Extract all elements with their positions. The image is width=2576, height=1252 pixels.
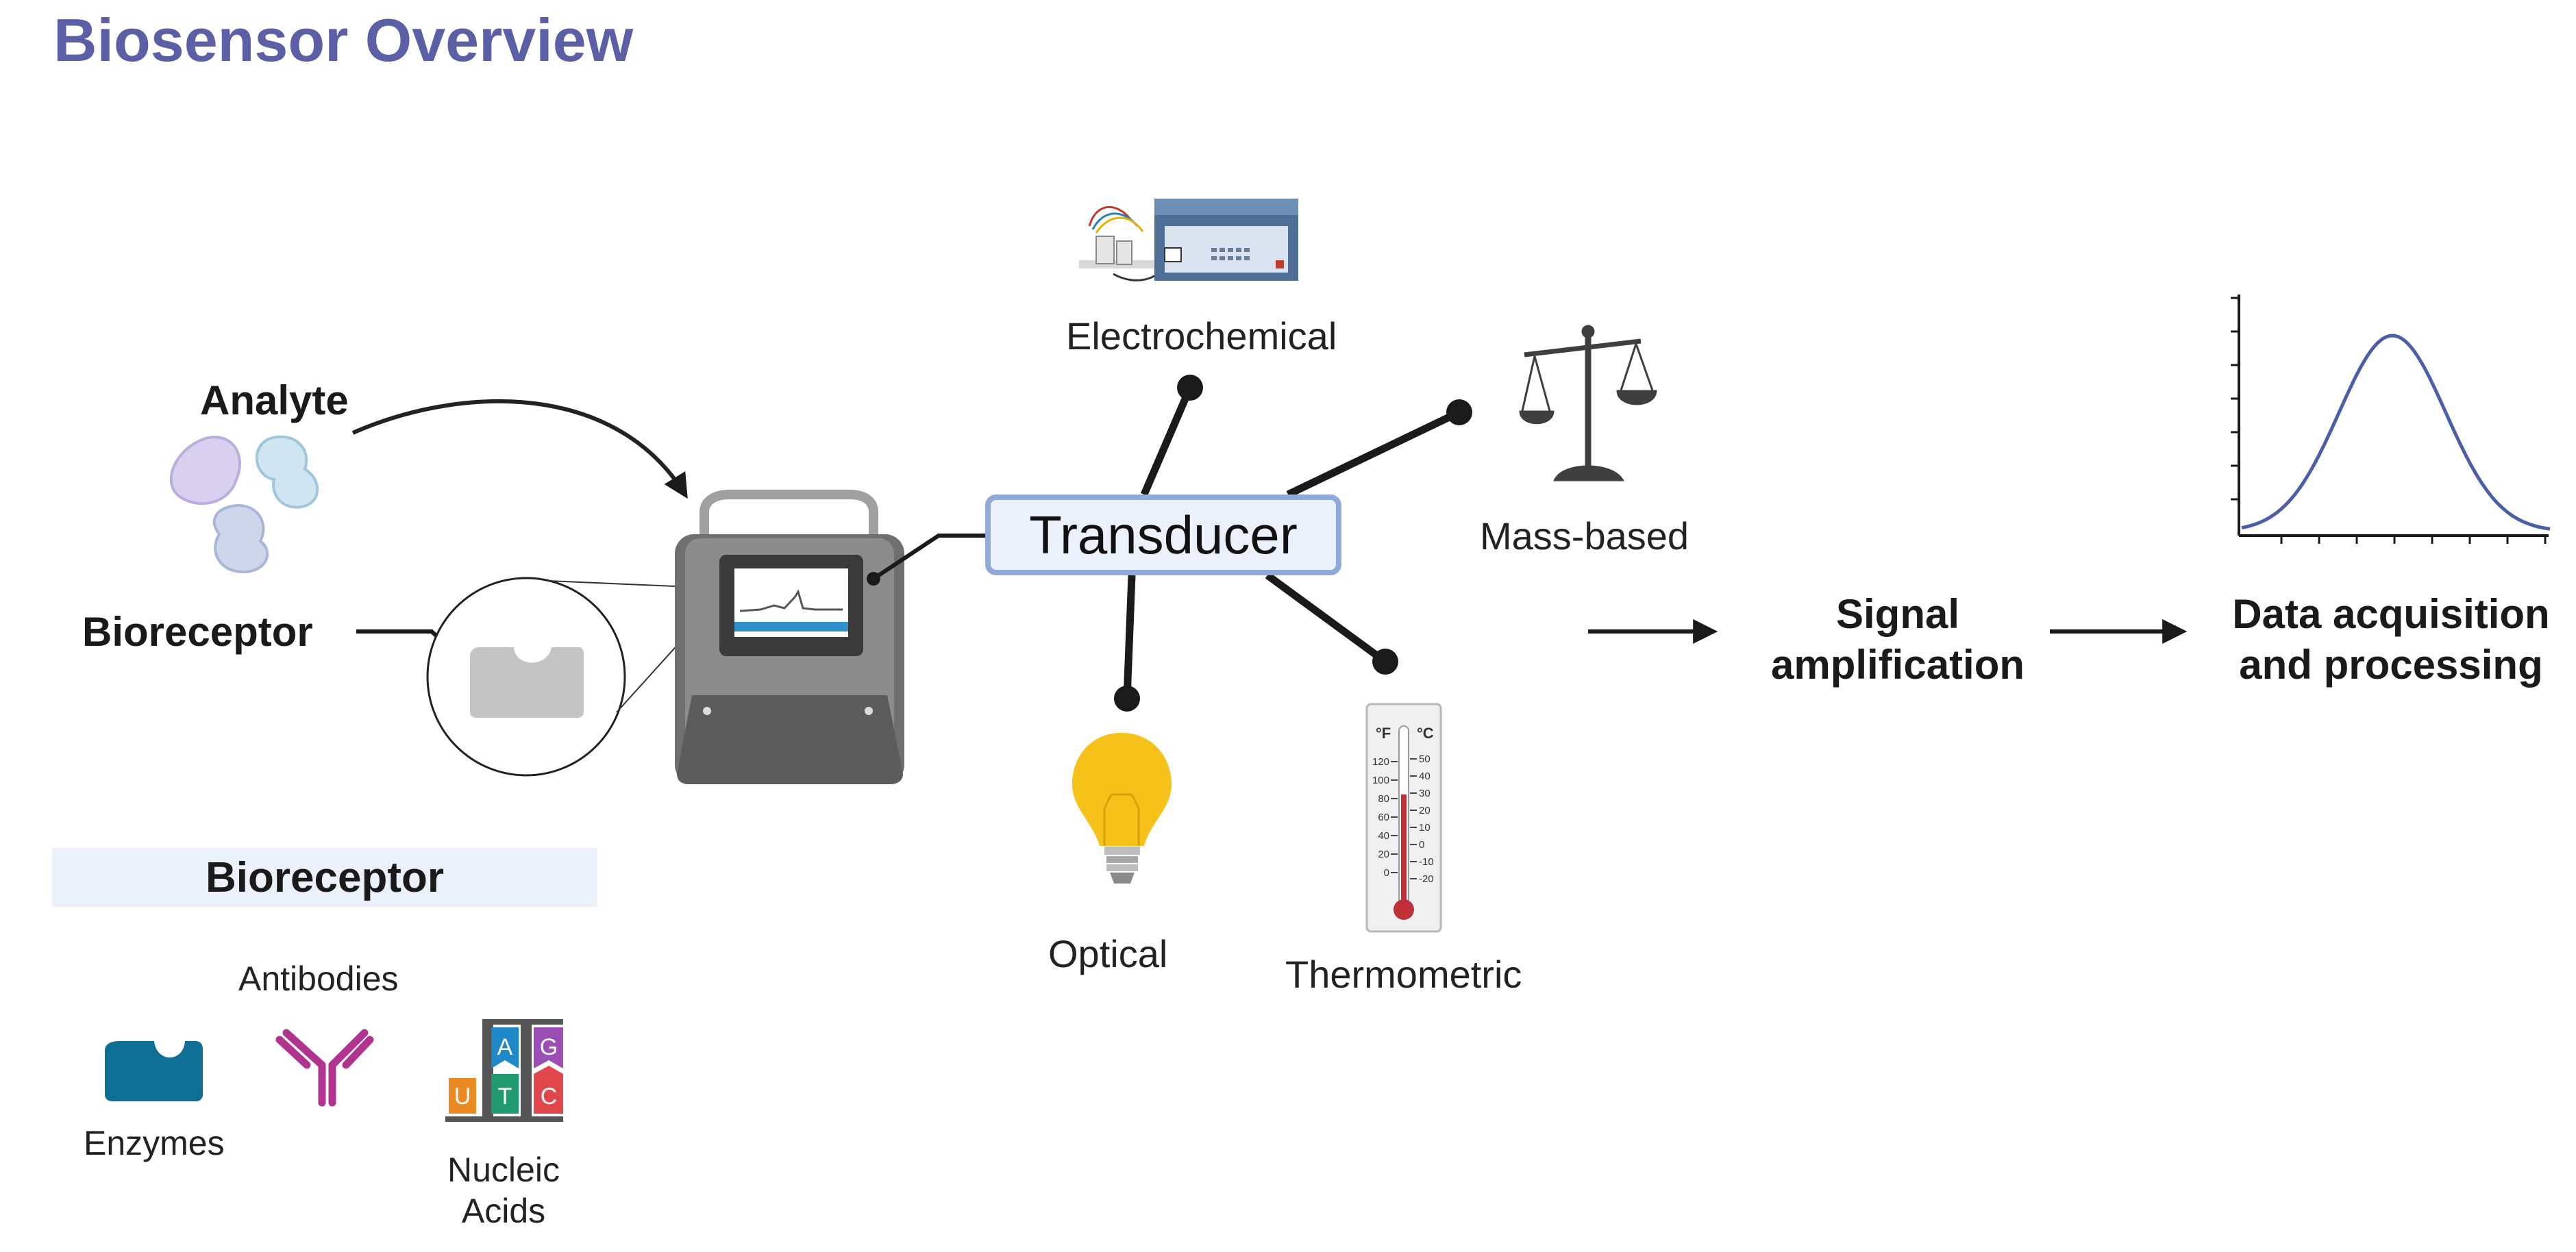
fahrenheit-tick-label: 0 [1384,867,1389,879]
balance-scale-icon [1519,325,1657,481]
svg-text:C: C [541,1084,558,1110]
page-title: Biosensor Overview [53,6,634,74]
thermometric-label: Thermometric [1285,953,1522,996]
fahrenheit-tick-label: 20 [1378,849,1389,860]
electrochemical-label: Electrochemical [1066,314,1337,358]
bioreceptor-zoom-circle [426,577,713,777]
enzyme-icon [105,1041,203,1101]
fahrenheit-tick-label: 60 [1378,812,1389,823]
celsius-tick-label: -20 [1419,873,1434,885]
svg-text:°F: °F [1376,725,1391,742]
bioreceptor-panel-heading: Bioreceptor [52,848,597,907]
light-bulb-icon [1072,733,1172,884]
electrochemical-instrument-icon [1079,199,1298,281]
svg-text:U: U [454,1084,471,1110]
fahrenheit-tick-label: 120 [1372,756,1389,768]
antibody-icon [275,1029,374,1107]
analyte-label: Analyte [200,377,349,423]
svg-text:T: T [498,1084,512,1110]
fahrenheit-tick-label: 100 [1372,775,1389,786]
celsius-tick-label: 50 [1419,753,1431,765]
nucleic-acids-icon: U T A C G [445,1019,563,1122]
biosensor-device-icon [675,490,904,784]
mass-based-label: Mass-based [1480,514,1689,558]
celsius-tick-label: 0 [1419,839,1424,851]
fahrenheit-tick-label: 40 [1378,830,1389,842]
enzymes-label: Enzymes [84,1124,225,1162]
svg-text:G: G [540,1034,558,1060]
bioreceptor-label: Bioreceptor [82,609,313,655]
celsius-tick-label: 40 [1419,771,1431,782]
fahrenheit-tick-label: 80 [1378,793,1389,805]
transducer-box: Transducer [985,494,1341,575]
analyte-arrow [351,399,688,499]
signal-amplification-label: Signal amplification [1770,591,2025,688]
svg-text:A: A [497,1034,513,1060]
celsius-tick-label: 10 [1419,822,1431,834]
celsius-tick-label: -10 [1419,856,1434,868]
data-acquisition-label: Data acquisition and processing [2232,591,2550,688]
analyte-icon [169,435,319,574]
thermometer-icon [1365,703,1442,933]
celsius-tick-label: 30 [1419,788,1431,799]
svg-text:°C: °C [1417,725,1434,742]
transducer-spokes [1123,386,1461,699]
celsius-tick-label: 20 [1419,805,1431,816]
output-signal-plot [2231,295,2551,544]
optical-label: Optical [1048,932,1168,975]
nucleic-acids-label: Nucleic Acids [447,1151,560,1230]
antibodies-label: Antibodies [238,960,399,998]
